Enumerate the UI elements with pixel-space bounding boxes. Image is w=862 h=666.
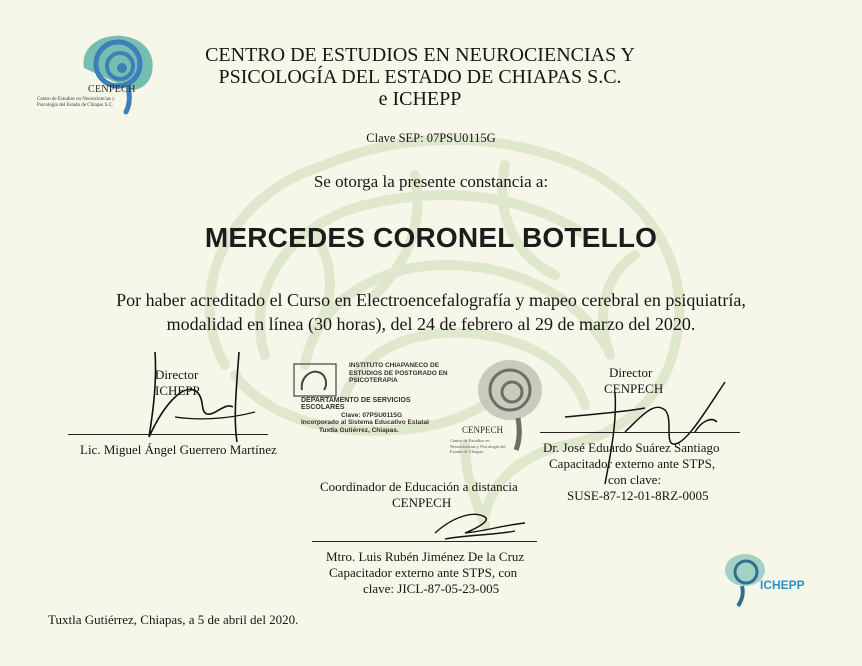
left-signatory-role: Director [155, 367, 199, 382]
header-line-1: CENTRO DE ESTUDIOS EN NEUROCIENCIAS Y [205, 44, 635, 66]
right-signature-icon [564, 381, 726, 485]
center-signature-icon [434, 513, 526, 540]
right-signatory-name: Dr. José Eduardo Suárez Santiago [543, 440, 720, 455]
header-line-3: e ICHEPP [378, 88, 462, 110]
right-signatory-detail-3: SUSE-87-12-01-8RZ-0005 [567, 488, 709, 503]
right-signature-line [540, 432, 740, 433]
left-signature-line [68, 434, 268, 435]
left-signatory-org: ICHEPP [155, 383, 200, 398]
left-signatory-name: Lic. Miguel Ángel Guerrero Martínez [80, 442, 277, 457]
cenpech-stamp-icon [478, 360, 542, 451]
course-description-line-1: Por haber acreditado el Curso en Electro… [116, 290, 746, 310]
ichepp-logo-label: ICHEPP [760, 578, 805, 592]
intro-text: Se otorga la presente constancia a: [313, 172, 549, 191]
center-signatory-detail-1: Capacitador externo ante STPS, con [329, 565, 518, 580]
course-description-line-2: modalidad en línea (30 horas), del 24 de… [166, 314, 696, 334]
sep-stamp-icon [293, 363, 337, 397]
cenpech-stamp-tagline: Centro de Estudios en Neurociencias y Ps… [450, 438, 506, 454]
center-signatory-name: Mtro. Luis Rubén Jiménez De la Cruz [326, 549, 525, 564]
cenpech-logo-tagline: Centro de Estudios en Neurociencias y Ps… [37, 97, 115, 108]
cenpech-stamp-label: CENPECH [462, 425, 504, 435]
cenpech-logo-icon [83, 35, 153, 115]
center-signatory-org: CENPECH [392, 495, 452, 510]
left-signature-icon [148, 351, 256, 443]
recipient-name: MERCEDES CORONEL BOTELLO [204, 222, 658, 253]
sep-code: Clave SEP: 07PSU0115G [366, 131, 496, 145]
right-signatory-org: CENPECH [604, 381, 664, 396]
right-signatory-detail-1: Capacitador externo ante STPS, [549, 456, 716, 471]
institution-header: CENTRO DE ESTUDIOS EN NEUROCIENCIAS Y PS… [200, 44, 640, 110]
place-and-date: Tuxtla Gutiérrez, Chiapas, a 5 de abril … [48, 612, 299, 627]
sep-stamp-line-1: INSTITUTO CHIAPANECO DE ESTUDIOS DE POST… [349, 362, 448, 384]
center-signature-line [312, 541, 537, 542]
brain-watermark-icon [204, 134, 685, 530]
cenpech-logo-label: CENPECH [88, 84, 136, 95]
sep-stamp-line-3: Clave: 07PSU0115G [341, 411, 403, 419]
ichepp-logo-icon [725, 554, 765, 608]
right-signatory-detail-2: con clave: [608, 472, 662, 487]
sep-stamp-line-4: Incorporado al Sistema Educativo Estatal [301, 419, 429, 426]
center-signatory-role: Coordinador de Educación a distancia [320, 479, 518, 494]
sep-stamp-text: INSTITUTO CHIAPANECO DE ESTUDIOS DE POST… [301, 362, 451, 434]
center-signatory-detail-2: clave: JICL-87-05-23-005 [363, 581, 500, 596]
sep-stamp-line-2: DEPARTAMENTO DE SERVICIOS ESCOLARES [301, 396, 411, 412]
sep-stamp-line-5: Tuxtla Gutiérrez, Chiapas. [319, 426, 399, 434]
header-line-2: PSICOLOGÍA DEL ESTADO DE CHIAPAS S.C. [218, 66, 622, 88]
right-signatory-role: Director [609, 365, 653, 380]
